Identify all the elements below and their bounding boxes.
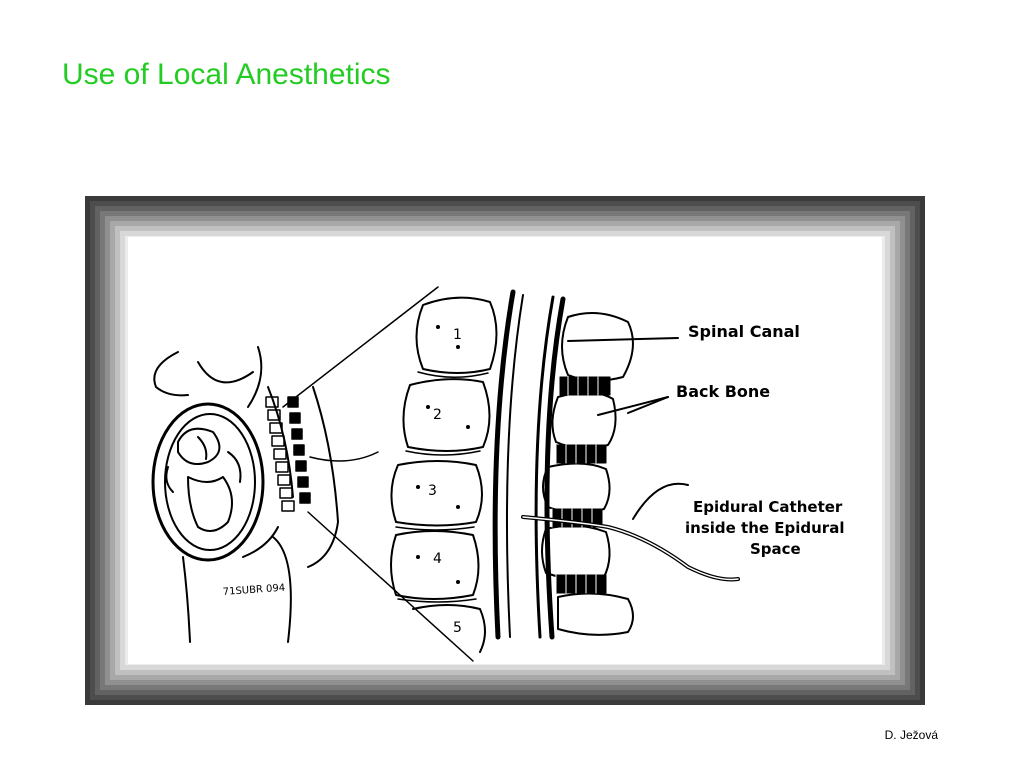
label-catheter-line1: Epidural Catheter (693, 498, 843, 516)
epidural-diagram: 1 2 3 4 5 71SUBR 094 Spinal Canal Back B… (151, 286, 844, 662)
pregnant-woman-figure (151, 346, 339, 643)
spinal-canal-walls (492, 289, 566, 640)
slide-title: Use of Local Anesthetics (62, 58, 391, 91)
artist-signature: 71SUBR 094 (222, 583, 285, 598)
small-spine-column (265, 396, 379, 512)
vertebra-number: 2 (433, 407, 442, 423)
label-catheter-line2: inside the Epidural (685, 519, 844, 537)
vertebral-bodies (390, 296, 498, 653)
author-credit: D. Ježová (884, 728, 938, 742)
label-back-bone: Back Bone (676, 382, 770, 401)
vertebra-number: 3 (428, 483, 437, 499)
label-pointers (567, 337, 689, 520)
vertebra-number: 5 (453, 620, 462, 636)
zoom-lines (282, 286, 474, 662)
epidural-catheter (521, 515, 740, 582)
label-catheter-line3: Space (750, 540, 801, 558)
vertebra-number: 1 (453, 327, 462, 343)
diagram-panel (128, 237, 882, 664)
label-spinal-canal: Spinal Canal (688, 322, 800, 341)
vertebra-number: 4 (433, 551, 442, 567)
